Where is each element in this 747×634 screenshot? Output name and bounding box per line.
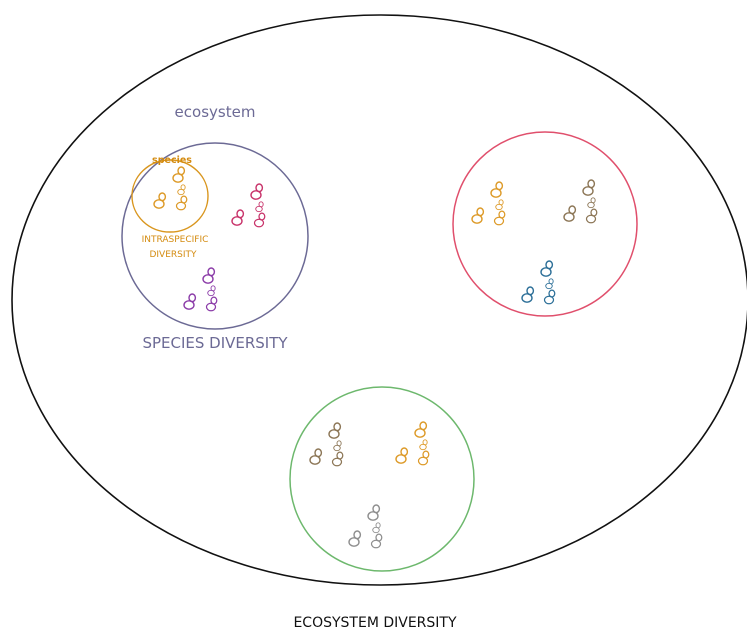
organism-group bbox=[348, 504, 383, 549]
organism-group bbox=[309, 422, 344, 467]
organism-icon bbox=[348, 530, 362, 547]
organism-icon bbox=[333, 440, 342, 452]
organism-icon bbox=[521, 286, 535, 303]
ecosystem-label: ecosystem bbox=[175, 103, 256, 121]
organism-icon bbox=[172, 166, 186, 183]
organism-icon bbox=[543, 289, 556, 305]
organism-icon bbox=[253, 212, 266, 228]
ecosystem-diversity-label: ECOSYSTEM DIVERSITY bbox=[293, 615, 457, 631]
organism-icon bbox=[372, 522, 381, 534]
organism-icon bbox=[153, 192, 167, 209]
organism-icon bbox=[328, 422, 342, 439]
intraspecific-label-line2: DIVERSITY bbox=[149, 250, 197, 260]
organism-icon bbox=[250, 183, 264, 200]
organism-icon bbox=[207, 285, 216, 297]
organism-group bbox=[153, 166, 188, 211]
organism-icon bbox=[493, 210, 506, 226]
species-label: species bbox=[152, 155, 192, 166]
outer-ecosystem-ellipse bbox=[11, 14, 747, 586]
intraspecific-label-line1: INTRASPECIFIC bbox=[142, 235, 209, 245]
organism-icon bbox=[202, 267, 216, 284]
organism-icon bbox=[309, 448, 323, 465]
organism-icon bbox=[231, 209, 245, 226]
organism-icon bbox=[545, 278, 554, 290]
organism-icon bbox=[585, 208, 598, 224]
organism-icon bbox=[471, 207, 485, 224]
organism-icon bbox=[255, 201, 264, 213]
organism-icon bbox=[175, 195, 188, 211]
organism-icon bbox=[495, 199, 504, 211]
organism-icon bbox=[183, 293, 197, 310]
species-diversity-label: SPECIES DIVERSITY bbox=[142, 334, 288, 352]
species-ellipse bbox=[131, 159, 209, 233]
organism-icon bbox=[395, 447, 409, 464]
organism-group bbox=[183, 267, 218, 312]
organism-group bbox=[521, 260, 556, 305]
organism-icon bbox=[419, 439, 428, 451]
organism-icon bbox=[587, 197, 596, 209]
organism-icon bbox=[490, 181, 504, 198]
organism-icon bbox=[582, 179, 596, 196]
organism-icon bbox=[205, 296, 218, 312]
right-community-circle bbox=[452, 131, 638, 317]
organism-group bbox=[471, 181, 506, 226]
organism-icon bbox=[414, 421, 428, 438]
organism-group bbox=[563, 179, 598, 224]
ecosystem-circle bbox=[121, 142, 309, 330]
organism-group bbox=[395, 421, 430, 466]
organism-icon bbox=[563, 205, 577, 222]
organism-icon bbox=[331, 451, 344, 467]
organism-icon bbox=[417, 450, 430, 466]
organism-icon bbox=[177, 184, 186, 196]
organism-icon bbox=[540, 260, 554, 277]
organism-groups bbox=[153, 166, 598, 549]
organism-group bbox=[231, 183, 266, 228]
organism-icon bbox=[370, 533, 383, 549]
organism-icon bbox=[367, 504, 381, 521]
bottom-community-circle bbox=[289, 386, 475, 572]
